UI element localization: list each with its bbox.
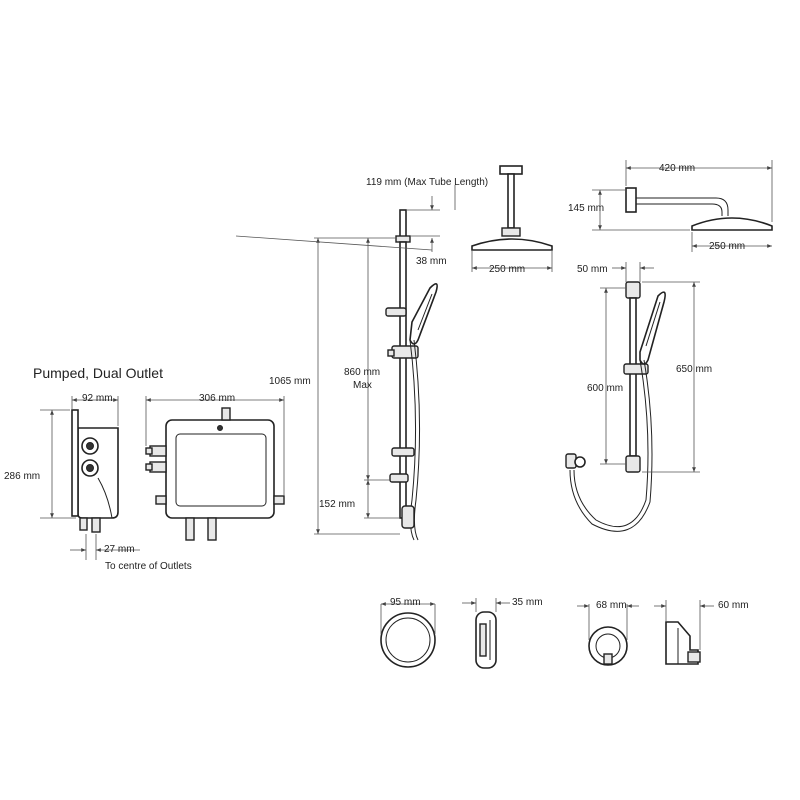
control-dial-views: [380, 611, 497, 669]
dim-riser-bottom: 152 mm: [319, 499, 356, 510]
dim-unit-depth: 92 mm: [82, 393, 113, 404]
dim-top-clearance: 38 mm: [416, 256, 447, 267]
dim-wall-head: 250 mm: [709, 241, 746, 252]
dim-riser-total: 1065 mm: [269, 376, 311, 387]
ceiling-shower-head: [471, 165, 553, 251]
dim-line: [235, 235, 433, 251]
wall-elbow-views: [588, 621, 701, 666]
slide-bar-kit: [565, 281, 666, 532]
dim-outlet-offset: 27 mm: [104, 544, 135, 555]
dim-arm-drop: 145 mm: [568, 203, 605, 214]
dim-outlet-note: To centre of Outlets: [105, 561, 192, 572]
dim-bar-total: 650 mm: [676, 364, 713, 375]
dim-control-dia: 95 mm: [390, 597, 421, 608]
dim-ceiling-head: 250 mm: [489, 264, 526, 275]
dim-tube-length: 119 mm (Max Tube Length): [366, 177, 489, 188]
dim-riser-adjust-suffix: Max: [353, 380, 372, 391]
dim-bar-width: 50 mm: [577, 264, 608, 275]
dim-control-depth: 35 mm: [512, 597, 543, 608]
pump-front-view: [145, 407, 285, 541]
dim-unit-height: 286 mm: [4, 471, 41, 482]
dim-arm-length: 420 mm: [659, 163, 696, 174]
dim-bar-height: 600 mm: [587, 383, 624, 394]
riser-rail-kit: [385, 209, 438, 541]
diagram-heading: Pumped, Dual Outlet: [33, 365, 163, 381]
dim-elbow-depth: 60 mm: [718, 600, 749, 611]
dim-unit-width: 306 mm: [199, 393, 236, 404]
dim-elbow-dia: 68 mm: [596, 600, 627, 611]
pump-side-view: [71, 409, 119, 533]
dim-riser-adjust: 860 mm: [344, 367, 381, 378]
dimension-lines: [40, 160, 773, 650]
wall-arm-shower-head: [625, 187, 773, 231]
